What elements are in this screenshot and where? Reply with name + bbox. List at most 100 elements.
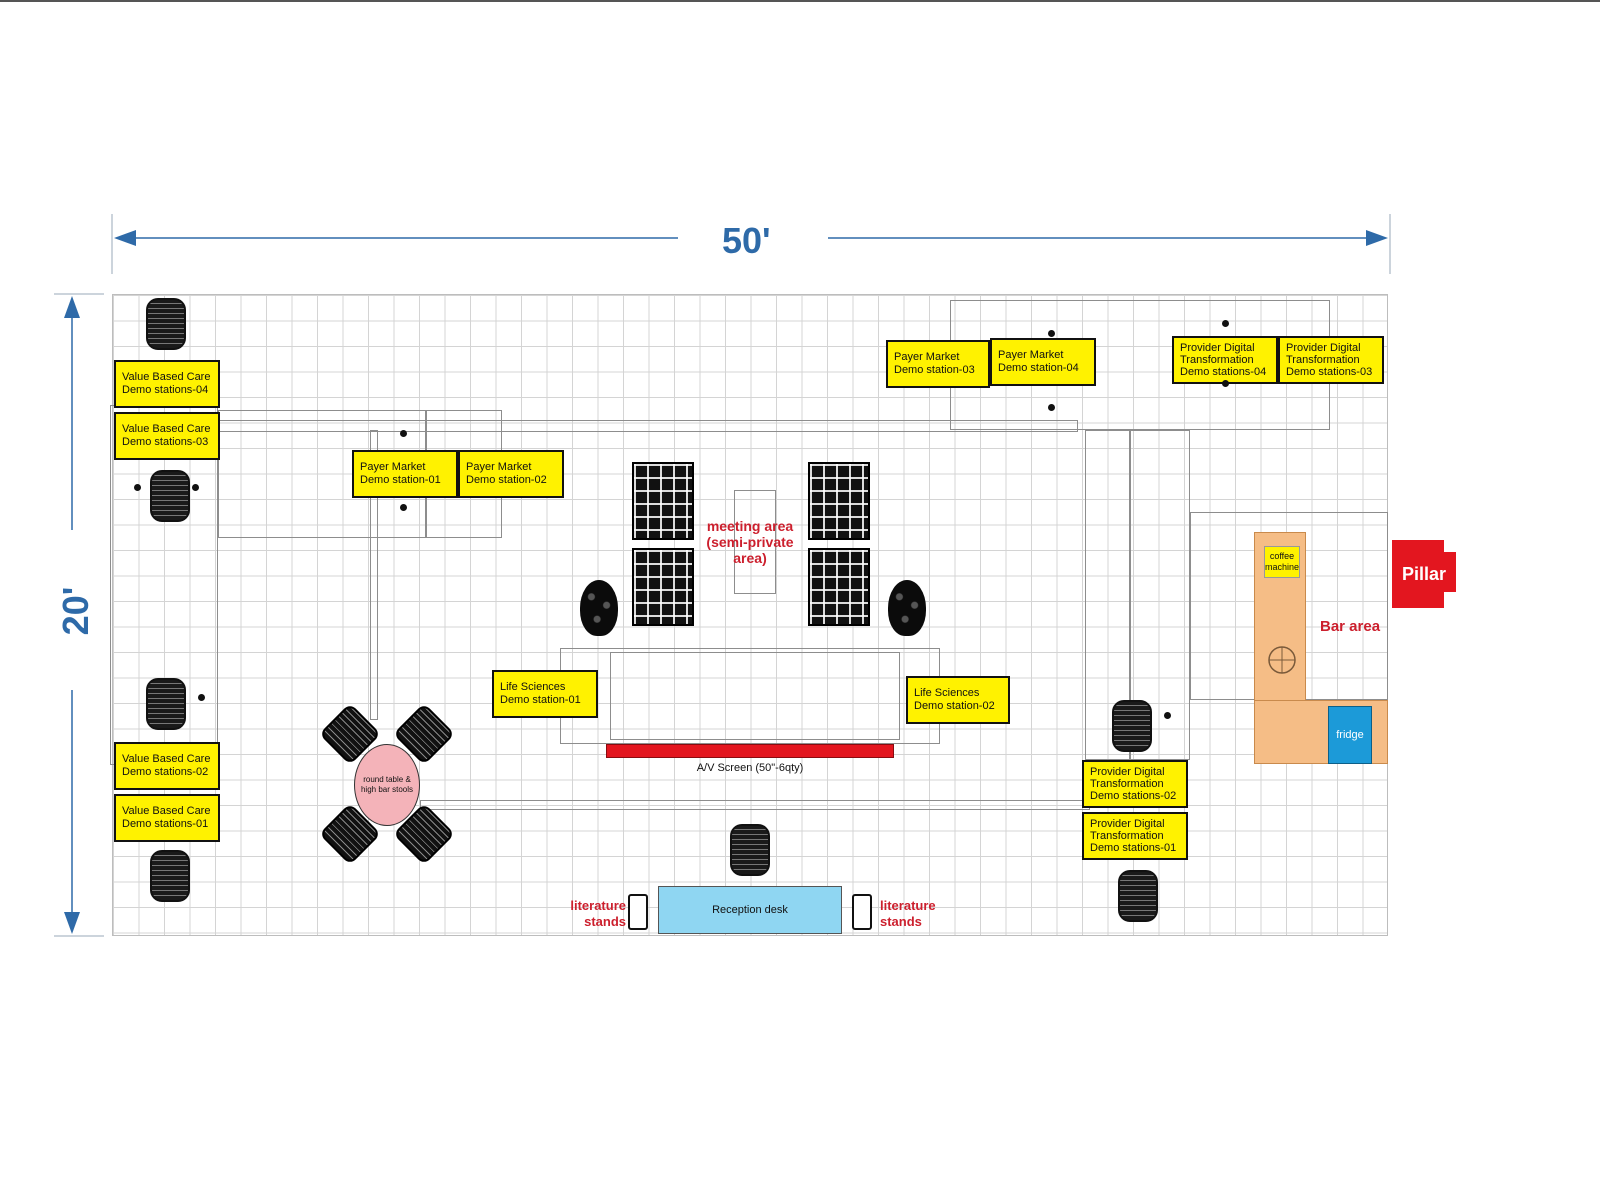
vbc-demo-station-01-label[interactable]: Value Based Care Demo stations-01 [114, 794, 220, 842]
partition-outline [370, 430, 378, 720]
av-screen-wall-inner [610, 652, 900, 740]
chair-icon [1112, 700, 1152, 752]
label-line: Payer Market [998, 349, 1064, 361]
label-line: Demo station-04 [998, 362, 1079, 374]
label-line: Value Based Care [122, 371, 211, 383]
literature-label-line: stands [584, 914, 626, 929]
label-line: Transformation [1180, 354, 1254, 366]
bar-area-label: Bar area [1320, 618, 1381, 635]
height-dimension-label: 20' [55, 586, 96, 636]
label-line: Value Based Care [122, 423, 211, 435]
payer-demo-station-01-label[interactable]: Payer Market Demo station-01 [352, 450, 458, 498]
label-line: Transformation [1286, 354, 1360, 366]
sofa-icon [808, 548, 870, 626]
literature-stands-right-label: literature stands [880, 898, 950, 930]
meeting-table-outline [734, 490, 776, 594]
literature-label-line: literature [570, 898, 626, 913]
right-partition-outline [1085, 430, 1130, 760]
label-line: Demo stations-04 [1180, 366, 1267, 378]
chair-handle-icon [400, 504, 407, 511]
meeting-area-label: meeting area (semi-private area) [690, 518, 810, 566]
pillar-label: Pillar [1401, 563, 1447, 584]
label-line: Provider Digital [1090, 766, 1165, 778]
chair-handle-icon [198, 694, 205, 701]
label-line: Demo station-03 [894, 364, 975, 376]
rear-wall-outline [218, 420, 1078, 432]
sofa-icon [808, 462, 870, 540]
plant-icon [888, 580, 926, 636]
label-line: Provider Digital [1180, 342, 1255, 354]
ls-demo-station-02-label[interactable]: Life Sciences Demo station-02 [906, 676, 1010, 724]
vbc-demo-station-02-label[interactable]: Value Based Care Demo stations-02 [114, 742, 220, 790]
chair-handle-icon [1222, 380, 1229, 387]
chair-icon [1118, 870, 1158, 922]
pdt-demo-station-04-label[interactable]: Provider Digital Transformation Demo sta… [1172, 336, 1278, 384]
chair-icon [150, 850, 190, 902]
label-line: Life Sciences [500, 681, 566, 693]
label-line: Demo station-01 [360, 474, 441, 486]
vbc-demo-station-03-label[interactable]: Value Based Care Demo stations-03 [114, 412, 220, 460]
label-line: Demo station-02 [914, 700, 995, 712]
ls-demo-station-01-label[interactable]: Life Sciences Demo station-01 [492, 670, 598, 718]
label-line: Payer Market [466, 461, 532, 473]
payer-demo-station-04-label[interactable]: Payer Market Demo station-04 [990, 338, 1096, 386]
coffee-machine[interactable]: coffee machine [1264, 546, 1300, 578]
sofa-icon [632, 462, 694, 540]
label-line: Demo stations-02 [122, 766, 209, 778]
reception-desk[interactable]: Reception desk [658, 886, 842, 934]
chair-icon [150, 470, 190, 522]
meeting-area-line: (semi-private area) [706, 534, 794, 566]
fridge[interactable]: fridge [1328, 706, 1372, 764]
label-line: Provider Digital [1090, 818, 1165, 830]
pillar-block-tab [1436, 552, 1456, 592]
payer-demo-station-03-label[interactable]: Payer Market Demo station-03 [886, 340, 990, 388]
payer-demo-station-02-label[interactable]: Payer Market Demo station-02 [458, 450, 564, 498]
pdt-demo-station-01-label[interactable]: Provider Digital Transformation Demo sta… [1082, 812, 1188, 860]
label-line: Demo stations-02 [1090, 790, 1177, 802]
chair-handle-icon [1048, 330, 1055, 337]
round-table-label-line: high bar stools [360, 785, 414, 794]
label-line: Provider Digital [1286, 342, 1361, 354]
coffee-label-line: coffee [1269, 551, 1295, 561]
label-line: Demo station-01 [500, 694, 581, 706]
literature-stand-icon [852, 894, 872, 930]
literature-stands-left-label: literature stands [570, 898, 626, 930]
front-rail-outline [420, 800, 1090, 810]
chair-handle-icon [400, 430, 407, 437]
pillar-block [1392, 540, 1444, 608]
chair-handle-icon [192, 484, 199, 491]
label-line: Payer Market [360, 461, 426, 473]
pdt-demo-station-02-label[interactable]: Provider Digital Transformation Demo sta… [1082, 760, 1188, 808]
label-line: Demo stations-01 [1090, 842, 1177, 854]
width-dimension-arrow [111, 214, 1391, 274]
literature-label-line: literature [880, 898, 936, 913]
label-line: Transformation [1090, 830, 1164, 842]
width-dimension-label: 50' [722, 220, 771, 261]
label-line: Demo stations-04 [122, 384, 209, 396]
coffee-label-line: machine [1264, 562, 1300, 572]
literature-label-line: stands [880, 914, 922, 929]
label-line: Demo stations-03 [122, 436, 209, 448]
round-table[interactable]: round table & high bar stools [354, 744, 420, 826]
bar-sink-icon [1268, 646, 1296, 674]
plant-icon [580, 580, 618, 636]
vbc-demo-station-04-label[interactable]: Value Based Care Demo stations-04 [114, 360, 220, 408]
round-table-label-line: round table & [363, 775, 411, 784]
label-line: Transformation [1090, 778, 1164, 790]
av-screen-label: A/V Screen (50"-6qty) [696, 762, 804, 774]
chair-handle-icon [134, 484, 141, 491]
label-line: Life Sciences [914, 687, 980, 699]
chair-icon [146, 298, 186, 350]
chair-icon [730, 824, 770, 876]
label-line: Demo stations-01 [122, 818, 209, 830]
label-line: Demo station-02 [466, 474, 547, 486]
pdt-demo-station-03-label[interactable]: Provider Digital Transformation Demo sta… [1278, 336, 1384, 384]
label-line: Demo stations-03 [1286, 366, 1373, 378]
label-line: Value Based Care [122, 805, 211, 817]
meeting-area-line: meeting area [706, 518, 794, 534]
right-partition-outline-2 [1130, 430, 1190, 760]
chair-handle-icon [1222, 320, 1229, 327]
label-line: Payer Market [894, 351, 960, 363]
label-line: Value Based Care [122, 753, 211, 765]
height-dimension-arrow [54, 293, 104, 937]
